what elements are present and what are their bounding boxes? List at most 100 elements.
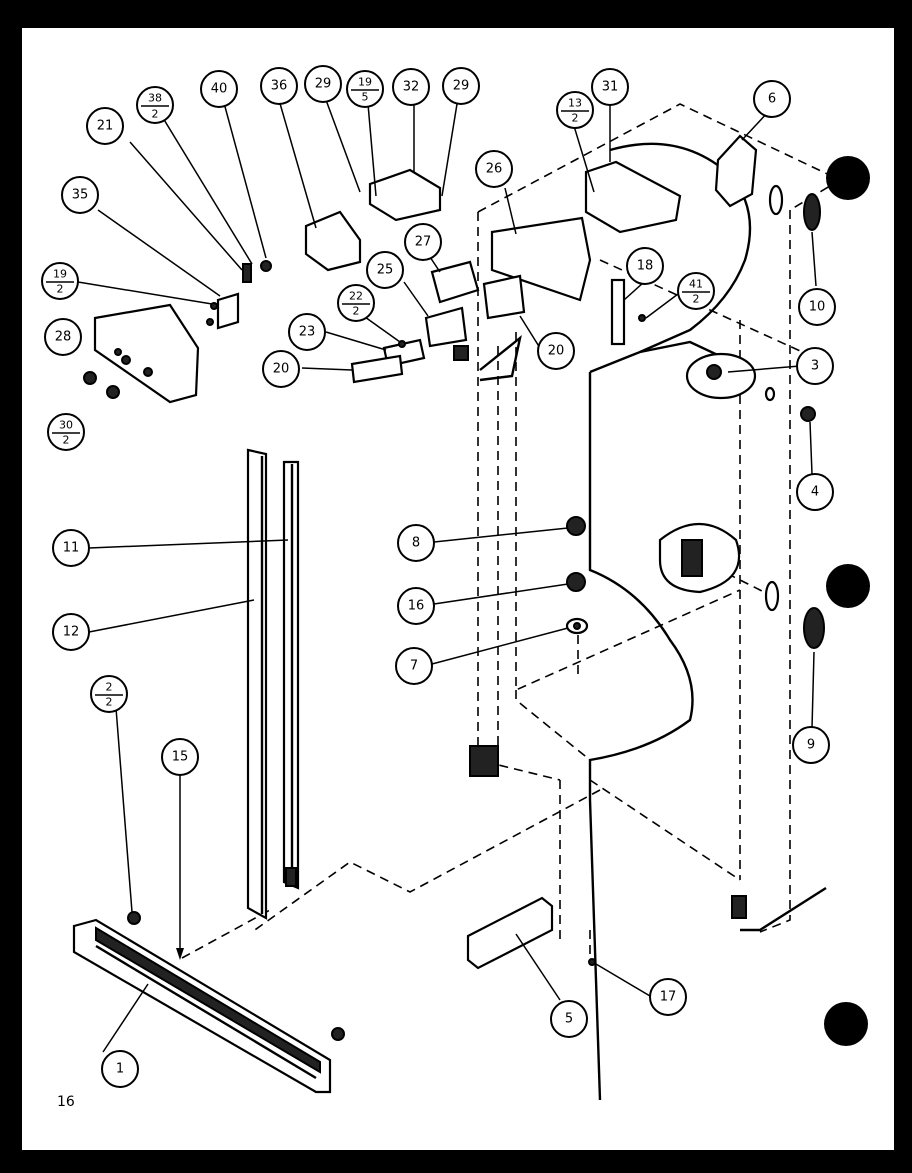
callout-c9: 9: [792, 726, 830, 764]
block-5: [466, 896, 554, 970]
svg-text:41: 41: [689, 278, 703, 291]
callout-c40: 40: [200, 70, 238, 108]
svg-text:2: 2: [152, 108, 159, 121]
knob-30a: [83, 371, 97, 385]
svg-text:20: 20: [273, 362, 290, 377]
callout-c22: 222: [337, 284, 375, 322]
callout-c17: 17: [649, 978, 687, 1016]
page-number: 16: [57, 1094, 75, 1110]
svg-text:7: 7: [410, 659, 418, 674]
svg-text:5: 5: [362, 91, 369, 104]
cabinet-body: [479, 142, 827, 1101]
svg-text:35: 35: [72, 188, 89, 203]
callout-c29-left: 29: [304, 65, 342, 103]
callout-c15: 15: [161, 738, 199, 776]
bushing-8: [566, 516, 586, 536]
svg-text:2: 2: [572, 112, 579, 125]
svg-text:13: 13: [568, 97, 582, 110]
svg-text:32: 32: [403, 80, 420, 95]
svg-text:2: 2: [353, 305, 360, 318]
side-trim-strips: [246, 448, 300, 920]
duct-20b: [482, 274, 526, 320]
svg-text:2: 2: [693, 293, 700, 306]
callout-c7: 7: [395, 647, 433, 685]
right-parts: [469, 134, 825, 966]
strip-18: [610, 278, 626, 346]
svg-text:30: 30: [59, 419, 73, 432]
control-housing-assembly: [83, 168, 442, 404]
binder-hole-middle: [826, 564, 870, 608]
duct-27: [430, 260, 480, 304]
svg-text:8: 8: [412, 536, 420, 551]
binder-hole-top: [826, 156, 870, 200]
trim-12: [246, 448, 268, 920]
center-parts: [350, 160, 682, 384]
callout-c35: 35: [61, 176, 99, 214]
binder-hole-bottom: [824, 1002, 868, 1046]
callout-c23: 23: [288, 313, 326, 351]
hinge-10: [803, 193, 821, 231]
svg-text:17: 17: [660, 990, 677, 1005]
callout-c8: 8: [397, 524, 435, 562]
housing-36: [304, 210, 362, 272]
fan-25: [424, 306, 468, 348]
callout-c13: 132: [556, 91, 594, 129]
callout-c27: 27: [404, 223, 442, 261]
bracket-31: [584, 160, 682, 234]
callout-c26: 26: [475, 150, 513, 188]
svg-text:26: 26: [486, 162, 503, 177]
svg-text:6: 6: [768, 92, 776, 107]
svg-text:2: 2: [106, 696, 113, 709]
knob-30b: [106, 385, 120, 399]
svg-text:36: 36: [271, 79, 288, 94]
svg-text:22: 22: [349, 290, 363, 303]
svg-text:2: 2: [63, 434, 70, 447]
housing-26: [490, 216, 592, 302]
svg-text:23: 23: [299, 325, 316, 340]
svg-text:5: 5: [565, 1012, 573, 1027]
svg-text:40: 40: [211, 82, 228, 97]
callout-c20-left: 20: [262, 350, 300, 388]
svg-text:28: 28: [55, 330, 72, 345]
callout-c28: 28: [44, 318, 82, 356]
callout-c19-2: 192: [41, 262, 79, 300]
svg-text:29: 29: [453, 79, 470, 94]
svg-text:20: 20: [548, 344, 565, 359]
callout-c1: 1: [101, 1050, 139, 1088]
svg-text:3: 3: [811, 359, 819, 374]
callout-c31: 31: [591, 68, 629, 106]
svg-text:12: 12: [63, 625, 80, 640]
bracket-6: [714, 134, 758, 208]
callout-c36: 36: [260, 67, 298, 105]
callout-c19-5: 195: [346, 70, 384, 108]
svg-text:2: 2: [106, 681, 113, 694]
callout-c41: 412: [677, 272, 715, 310]
svg-text:19: 19: [53, 268, 67, 281]
svg-text:4: 4: [811, 485, 819, 500]
cover-3: [685, 352, 757, 400]
svg-text:25: 25: [377, 263, 394, 278]
svg-text:31: 31: [602, 80, 619, 95]
callout-c16: 16: [397, 587, 435, 625]
callout-c11: 11: [52, 529, 90, 567]
callout-c30: 302: [47, 413, 85, 451]
callout-c20-right: 20: [537, 332, 575, 370]
hinge-9: [803, 607, 825, 649]
svg-text:18: 18: [637, 259, 654, 274]
callout-c6: 6: [753, 80, 791, 118]
washer-16: [566, 572, 586, 592]
grille-20a: [350, 354, 404, 384]
leader-lines: [77, 99, 817, 1053]
callout-c3: 3: [796, 347, 834, 385]
svg-text:11: 11: [63, 541, 80, 556]
control-panel-28: [93, 303, 200, 404]
callout-c5: 5: [550, 1000, 588, 1038]
svg-text:19: 19: [358, 76, 372, 89]
svg-text:27: 27: [415, 235, 432, 250]
nut-4: [800, 406, 816, 422]
callout-c25: 25: [366, 251, 404, 289]
callout-c4: 4: [796, 473, 834, 511]
svg-text:15: 15: [172, 750, 189, 765]
